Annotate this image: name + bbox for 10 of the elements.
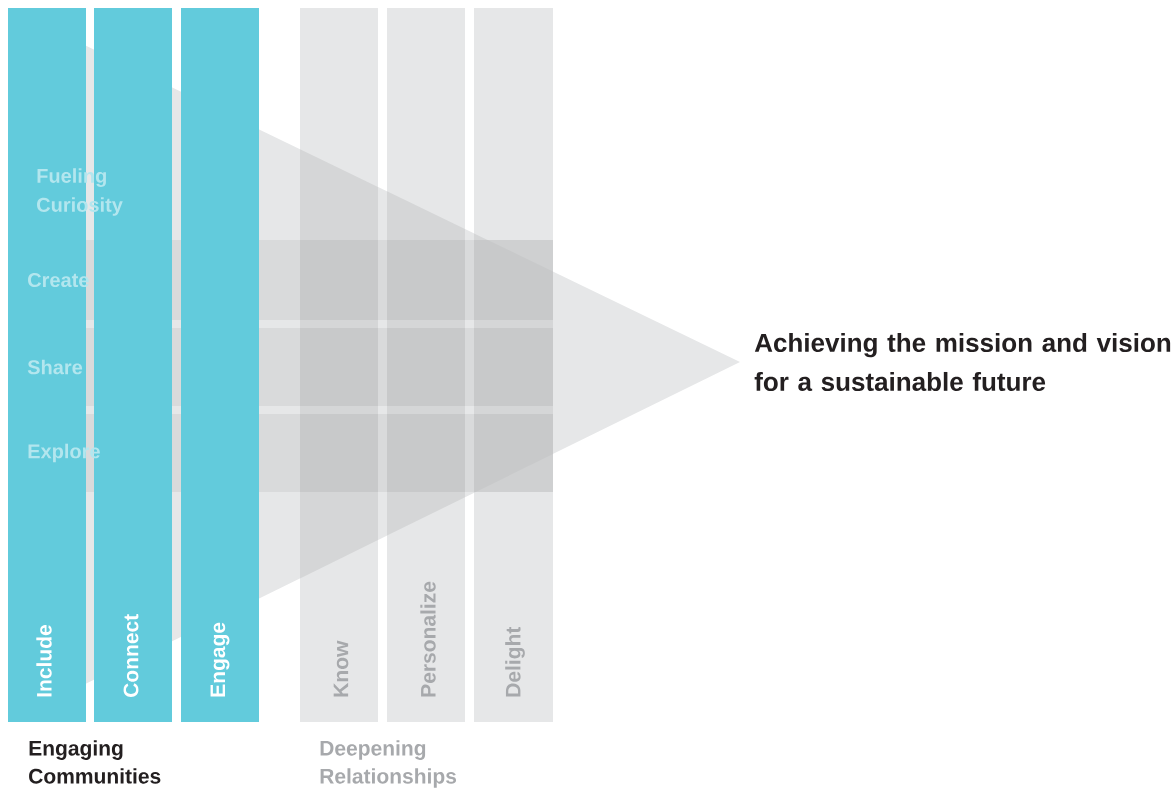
column-label: Know <box>333 640 349 697</box>
column-label: Engage <box>210 622 230 697</box>
column-label: Delight <box>505 626 525 697</box>
statement-text: Achieving the mission and vision for a sustainable future <box>754 332 1171 392</box>
group-label: Deepening Relationships <box>320 740 457 788</box>
column-label: Include <box>36 625 52 697</box>
group-label: Engaging Communities <box>29 740 161 784</box>
column-label: Connect <box>123 614 139 697</box>
row-label: Share <box>27 359 83 375</box>
column-label: Personalize <box>420 581 436 697</box>
